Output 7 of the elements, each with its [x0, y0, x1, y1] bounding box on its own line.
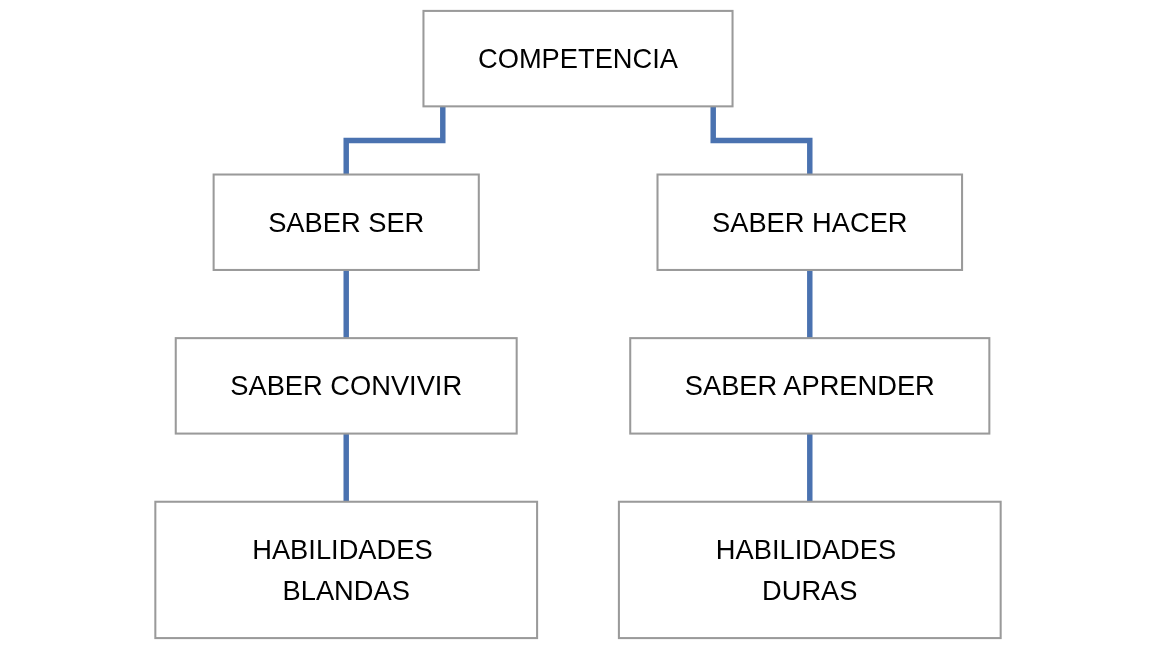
node-box: HABILIDADES DURAS: [617, 500, 1002, 640]
node-box: COMPETENCIA: [422, 9, 734, 108]
node-box: SABER APRENDER: [629, 337, 991, 435]
node-box: SABER SER: [212, 173, 480, 271]
node-box: SABER CONVIVIR: [174, 337, 518, 435]
node-box: SABER HACER: [656, 173, 964, 271]
node-box: HABILIDADES BLANDAS: [154, 500, 539, 640]
